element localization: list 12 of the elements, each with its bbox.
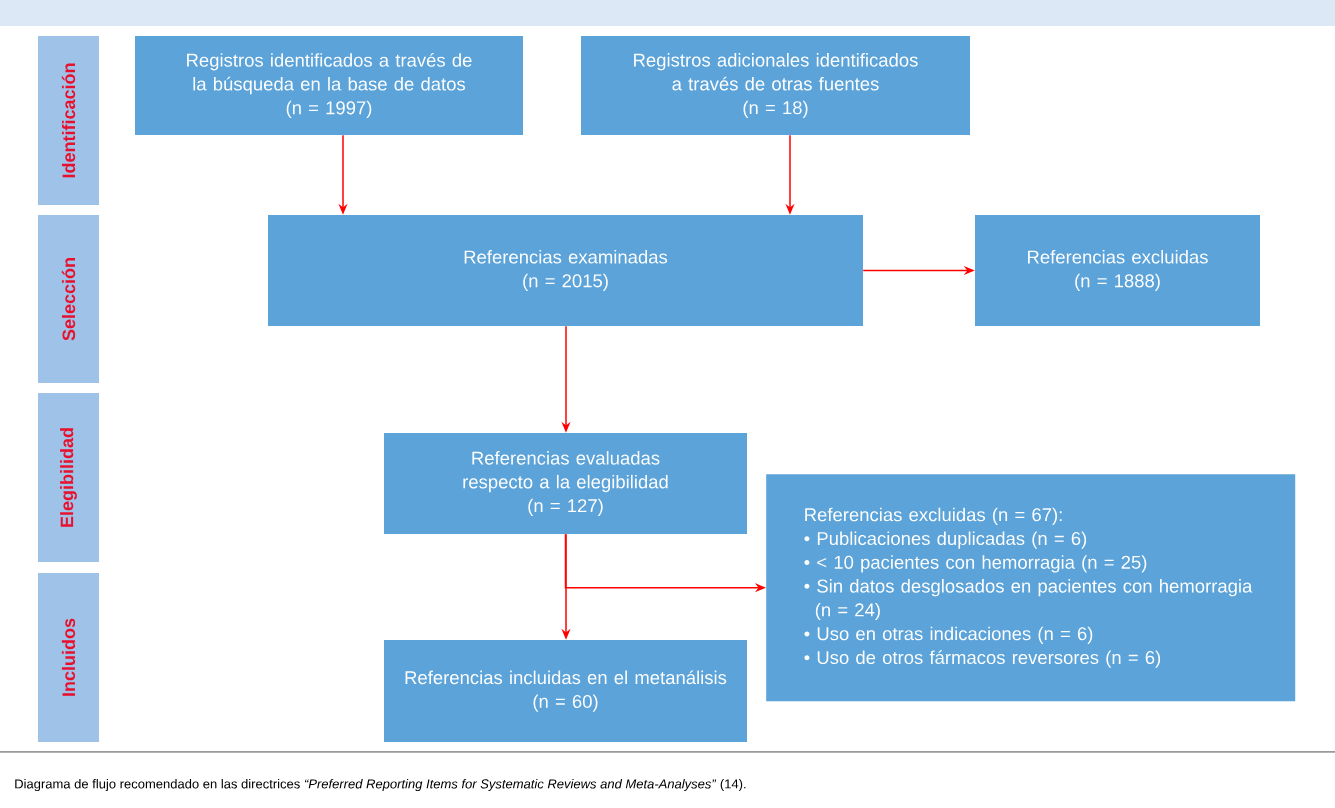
stage-label: Incluidos — [38, 573, 99, 742]
stage-label: Identificación — [38, 36, 99, 205]
process-box: Referencias evaluadas respecto a la elegibilidad (n = 127) — [384, 433, 747, 534]
process-box: Referencias excluidas (n = 1888) — [975, 215, 1260, 326]
process-box: Referencias excluidas (n = 67): • Publicaciones duplicadas (n = 6) • < 10 pacientes con hemorragia (n = 25) • Sin datos desglosados en pacientes con hemorragia (n = 24) • Uso en otras indicaciones (n = 6) • Uso de otros fármacos reversores (n = 6) — [766, 474, 1296, 702]
process-box: Registros identificados a través de la búsqueda en la base de datos (n = 1997) — [135, 36, 523, 135]
process-box: Referencias examinadas (n = 2015) — [268, 215, 863, 326]
process-box: Registros adicionales identificados a través de otras fuentes (n = 18) — [581, 36, 970, 135]
stage-label: Selección — [38, 215, 99, 383]
caption: Diagrama de flujo recomendado en las directrices “Preferred Reporting Items for Systematic Reviews and Meta-Analyses” (14). — [15, 778, 746, 792]
process-box: Referencias incluidas en el metanálisis (n = 60) — [384, 640, 747, 742]
stage-label: Elegibilidad — [38, 393, 99, 562]
